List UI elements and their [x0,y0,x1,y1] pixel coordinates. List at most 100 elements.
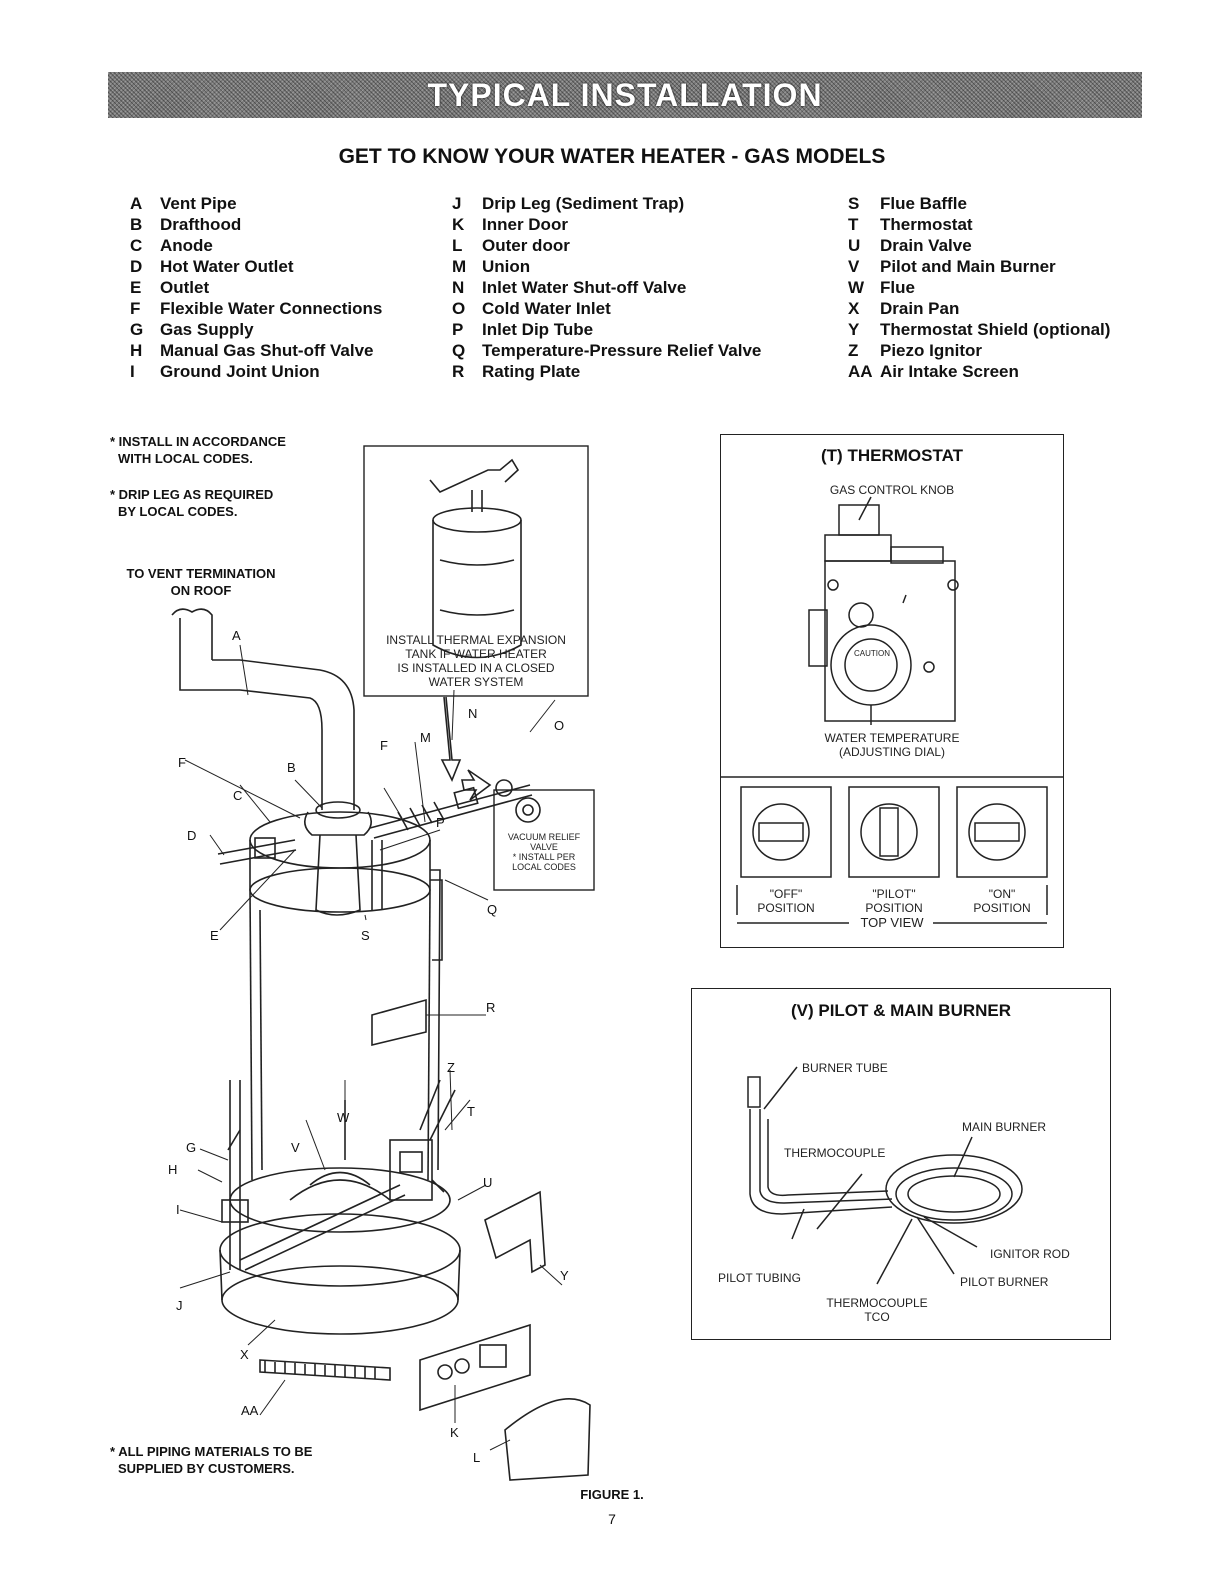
thermocouple-tco-label: THERMOCOUPLE TCO [816,1296,938,1324]
callout-r: R [486,1000,496,1015]
legend-letter: E [130,278,142,297]
legend-letter: Y [848,320,860,339]
legend-text: Ground Joint Union [160,362,320,381]
legend-letter: Z [848,341,859,360]
legend-letter: V [848,257,860,276]
legend-text: Drafthood [160,215,242,234]
note-line: "OFF" [769,887,803,901]
legend-letter: O [452,299,466,318]
legend-text: Vent Pipe [160,194,237,213]
legend-text: Inlet Dip Tube [482,320,594,339]
note-line: * DRIP LEG AS REQUIRED [110,487,274,502]
legend-text: Drain Valve [880,236,972,255]
callout-d: D [187,828,197,843]
page-subtitle: GET TO KNOW YOUR WATER HEATER - GAS MODE… [338,145,886,168]
legend-text: Flexible Water Connections [160,299,383,318]
legend-item: O Cold Water Inlet [452,298,761,319]
legend-letter: C [130,236,143,255]
legend-text: Inner Door [482,215,568,234]
legend-letter: F [130,299,141,318]
note-line: WITH LOCAL CODES. [118,451,253,466]
thermostat-panel: (T) THERMOSTAT GAS CONTROL KNOB [720,434,1064,948]
legend-letter: M [452,257,467,276]
legend-text: Outlet [160,278,210,297]
legend-letter: X [848,299,860,318]
pilot-burner-label: PILOT BURNER [960,1275,1049,1289]
legend-item: M Union [452,256,761,277]
vacuum-relief-note: VACUUM RELIEF VALVE * INSTALL PER LOCAL … [494,832,594,872]
thermostat-title: (T) THERMOSTAT [821,446,963,465]
caution-label: CAUTION [854,649,890,658]
callout-f: F [178,755,186,770]
callout-t: T [467,1104,475,1119]
note-line: ON ROOF [170,583,232,598]
note-line: * INSTALL PER [512,852,576,862]
legend-letter: K [452,215,465,234]
legend-letter: H [130,341,143,360]
note-install-codes: * INSTALL IN ACCORDANCE WITH LOCAL CODES… [110,433,286,467]
legend-item: F Flexible Water Connections [130,298,382,319]
water-temperature-dial-label: WATER TEMPERATURE (ADJUSTING DIAL) [721,731,1063,759]
legend-item: X Drain Pan [848,298,1110,319]
callout-j: J [176,1298,183,1313]
legend-item: A Vent Pipe [130,193,382,214]
note-line: (ADJUSTING DIAL) [838,745,945,759]
legend-text: Inlet Water Shut-off Valve [482,278,687,297]
legend-text: Union [482,257,531,276]
pilot-position-label: "PILOT" POSITION [849,887,939,915]
legend-letter: A [130,194,143,213]
note-line: INSTALL THERMAL EXPANSION [386,633,566,647]
legend-letter: L [452,236,463,255]
callout-w: W [337,1110,350,1125]
legend-letter: U [848,236,861,255]
note-line: LOCAL CODES [512,862,576,872]
legend-item: Y Thermostat Shield (optional) [848,319,1110,340]
gas-control-knob-label: GAS CONTROL KNOB [829,483,955,497]
legend-text: Flue [880,278,915,297]
legend-item: W Flue [848,277,1110,298]
note-line: TCO [864,1310,890,1324]
note-line: BY LOCAL CODES. [118,504,238,519]
legend-letter: R [452,362,465,381]
legend-text: Temperature-Pressure Relief Valve [482,341,762,360]
legend-item: V Pilot and Main Burner [848,256,1110,277]
note-line: THERMOCOUPLE [826,1296,928,1310]
legend-letter: T [848,215,859,234]
legend-text: Cold Water Inlet [482,299,611,318]
legend-letter: W [848,278,865,297]
callout-b: B [287,760,296,775]
legend-letter: G [130,320,144,339]
legend-text: Pilot and Main Burner [880,257,1056,276]
callout-k: K [450,1425,459,1440]
figure-caption: FIGURE 1. [580,1487,644,1502]
legend-text: Hot Water Outlet [160,257,294,276]
page-number: 7 [608,1511,616,1527]
expansion-tank-note: INSTALL THERMAL EXPANSION TANK IF WATER … [364,633,588,689]
callout-e: E [210,928,219,943]
callout-u: U [483,1175,493,1190]
water-heater-illustration [171,445,595,1481]
legend-text: Drain Pan [880,299,960,318]
callout-l: L [473,1450,481,1465]
callout-p: P [436,815,445,830]
page-banner: TYPICAL INSTALLATION [108,72,1142,118]
note-line: "PILOT" [872,887,916,901]
thermocouple-label: THERMOCOUPLE [784,1146,886,1160]
note-vent-termination: TO VENT TERMINATION ON ROOF [118,565,284,599]
note-drip-leg: * DRIP LEG AS REQUIRED BY LOCAL CODES. [110,486,273,520]
main-burner-label: MAIN BURNER [962,1120,1047,1134]
legend-text: Drip Leg (Sediment Trap) [482,194,685,213]
callout-o: O [554,718,565,733]
callout-g: G [186,1140,197,1155]
legend-text: Thermostat Shield (optional) [880,320,1111,339]
